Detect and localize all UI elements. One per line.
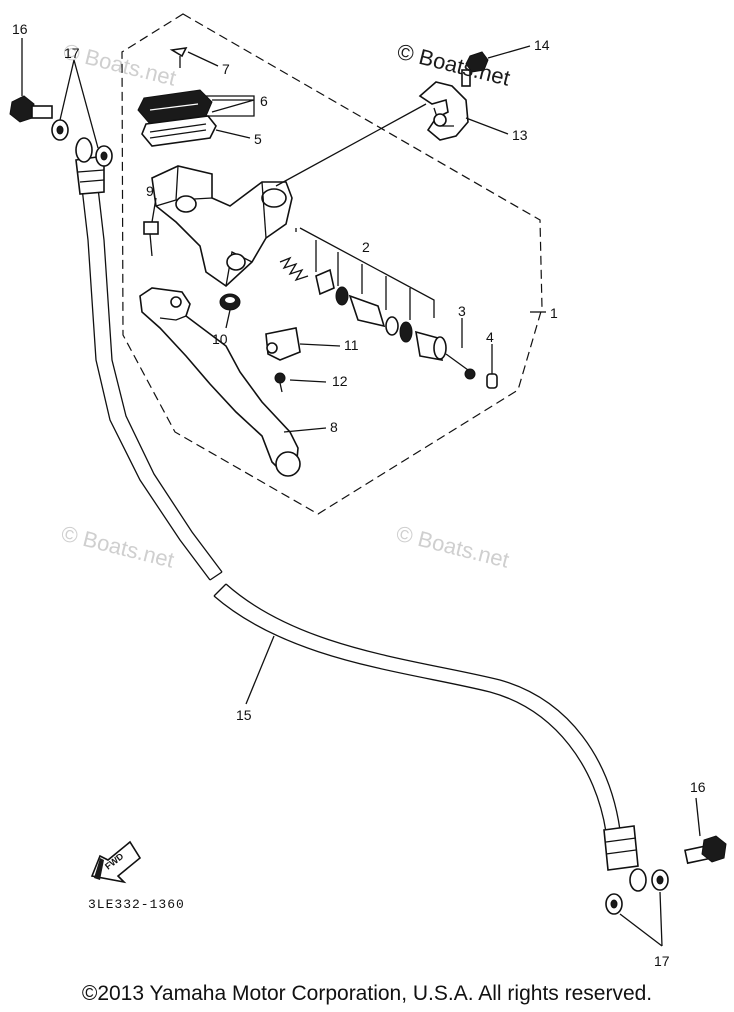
master-cylinder-body: [151, 165, 293, 288]
callout-8: 8: [330, 419, 338, 435]
holder-bracket: [418, 81, 469, 141]
callout-3: 3: [458, 303, 466, 319]
watermark-mid-right: © Boats.net: [394, 521, 512, 573]
callout-7: 7: [222, 61, 230, 77]
holder-bolt: [461, 51, 489, 87]
copyright-notice: ©2013 Yamaha Motor Corporation, U.S.A. A…: [81, 982, 653, 1005]
callout-6: 6: [260, 93, 268, 109]
callout-15: 15: [236, 707, 252, 723]
diagram-part-number: 3LE332-1360: [88, 897, 185, 912]
piston-kit-bracket: [295, 227, 435, 320]
callout-12: 12: [332, 373, 348, 389]
callout-16-bottom: 16: [690, 779, 706, 795]
brake-switch: [265, 327, 301, 361]
callout-1: 1: [550, 305, 558, 321]
callout-10: 10: [212, 331, 228, 347]
callout-14: 14: [534, 37, 550, 53]
banjo-bolt-top: [9, 95, 53, 123]
watermark-mid-left: © Boats.net: [59, 521, 177, 573]
callout-9: 9: [146, 183, 154, 199]
callout-17-bottom: 17: [654, 953, 670, 969]
switch-screw: [274, 372, 286, 393]
callout-17-top: 17: [64, 45, 80, 61]
washers-bottom: [605, 869, 669, 915]
watermark-primary: © Boats.net: [395, 39, 513, 91]
banjo-bolt-bottom: [684, 835, 727, 865]
brake-lever: [139, 287, 301, 477]
callout-5: 5: [254, 131, 262, 147]
piston-kit: [279, 256, 498, 389]
brake-hose: [75, 137, 647, 892]
leader-lines: [21, 38, 701, 947]
boot-cap: [219, 293, 241, 311]
callout-2: 2: [362, 239, 370, 255]
callout-4: 4: [486, 329, 494, 345]
callout-11: 11: [344, 337, 359, 353]
callout-16-top: 16: [12, 21, 28, 37]
banjo-bolt-small: [143, 221, 159, 257]
assembly-outline: [121, 13, 543, 515]
callout-13: 13: [512, 127, 528, 143]
fwd-arrow-icon: FWD: [90, 840, 142, 884]
cap-screw: [169, 46, 188, 68]
